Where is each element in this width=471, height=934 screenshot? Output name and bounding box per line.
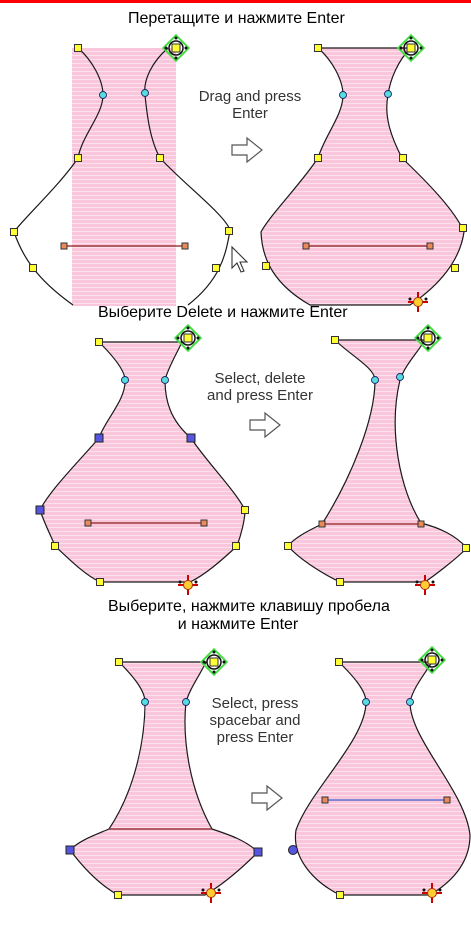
step2-right-shape xyxy=(284,324,470,596)
arrow-right-icon xyxy=(231,137,263,163)
step2-caption-line1: Select, delete xyxy=(214,370,306,387)
step1-left-shape xyxy=(10,34,249,306)
step3-left-shape xyxy=(65,648,263,904)
step1-caption-line1: Drag and press xyxy=(198,88,302,105)
step3-title-line2: и нажмите Enter xyxy=(177,616,299,633)
step3-caption-line3: press Enter xyxy=(216,729,294,746)
step2-caption-line2: and press Enter xyxy=(207,387,313,404)
step3-caption: Select, press spacebar and press Enter xyxy=(200,695,310,746)
step3-title-line1: Выберите, нажмите клавишу пробела xyxy=(108,598,390,615)
step1-right-shape xyxy=(260,34,467,313)
top-accent-bar xyxy=(0,0,471,3)
step2-title: Выберите Delete и нажмите Enter xyxy=(98,304,348,321)
step3-right-shape xyxy=(288,646,471,904)
step3-caption-line1: Select, press xyxy=(211,695,299,712)
step1-caption-line2: Enter xyxy=(232,105,268,122)
step1-left-fill xyxy=(72,48,176,306)
step3-title: Выберите, нажмите клавишу пробела и нажм… xyxy=(108,598,390,634)
step1-title: Перетащите и нажмите Enter xyxy=(128,10,345,27)
arrow-right-icon xyxy=(251,785,283,811)
step3-caption-line2: spacebar and xyxy=(209,712,301,729)
step1-caption: Drag and press Enter xyxy=(190,88,310,122)
step2-caption: Select, delete and press Enter xyxy=(200,370,320,404)
mouse-cursor-icon xyxy=(231,245,249,273)
step2-left-shape xyxy=(35,324,249,596)
arrow-right-icon xyxy=(249,412,281,438)
